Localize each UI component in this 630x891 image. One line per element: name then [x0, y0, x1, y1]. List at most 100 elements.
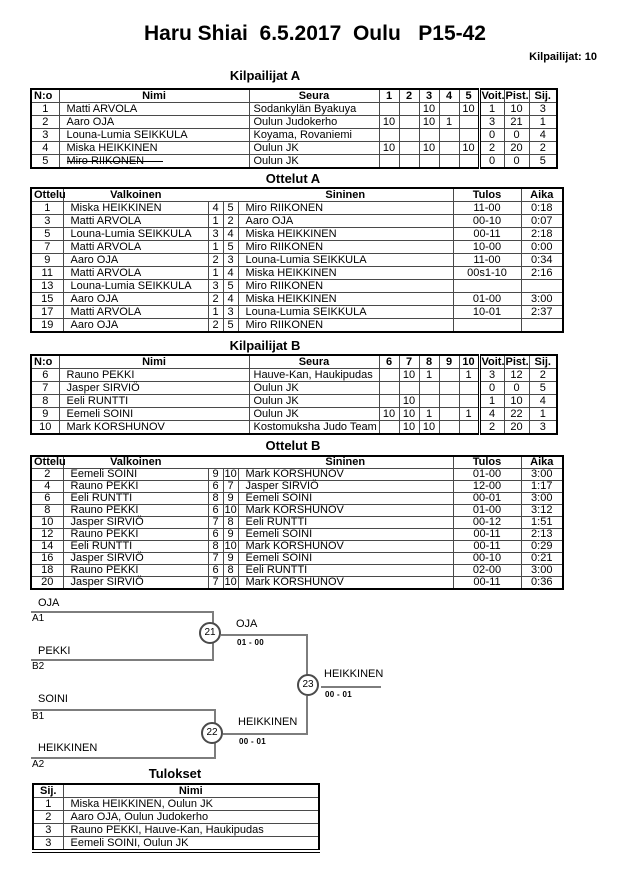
- time-cell: 3:00: [520, 468, 564, 481]
- competitor-row: 2 Aaro OJA Oulun Judokerho 10 10 1 3 21 …: [30, 115, 558, 129]
- white-player-cell: Eeli RUNTTI: [62, 540, 209, 553]
- blue-player-cell: Louna-Lumia SEIKKULA: [237, 253, 454, 267]
- time-cell: 0:18: [520, 201, 564, 215]
- competitor-name: Louna-Lumia SEIKKULA: [66, 129, 188, 141]
- blue-player-cell: Mark KORSHUNOV: [237, 504, 454, 517]
- rank-cell: 4: [528, 128, 558, 142]
- column-header: 6: [378, 354, 400, 369]
- result-cell: 10: [418, 115, 440, 129]
- result-cell: [438, 394, 460, 408]
- bracket-seed-label: A1: [32, 613, 45, 624]
- match-number-cell: 9: [30, 253, 64, 267]
- name-cell: Miska HEIKKINEN: [58, 141, 250, 155]
- wins-cell: 0: [477, 154, 505, 169]
- club-cell: Kostomuksha Judo Team: [248, 420, 380, 435]
- time-cell: 0:21: [520, 552, 564, 565]
- number-cell: 4: [30, 141, 60, 155]
- club-cell: Oulun Judokerho: [248, 115, 380, 129]
- white-player-cell: Rauno PEKKI: [62, 480, 209, 493]
- score-cell: 02-00: [452, 564, 522, 577]
- blue-number-cell: 3: [222, 305, 239, 319]
- white-player-cell: Louna-Lumia SEIKKULA: [62, 279, 209, 293]
- result-cell: 10: [398, 420, 420, 435]
- match-row: 16 Jasper SIRVIÖ 7 9 Eemeli SOINI 00-10 …: [30, 552, 564, 565]
- column-header: Voit.: [477, 354, 505, 369]
- blue-player-cell: Mark KORSHUNOV: [237, 468, 454, 481]
- match-row: 20 Jasper SIRVIÖ 7 10 Mark KORSHUNOV 00-…: [30, 576, 564, 590]
- score-cell: 00-11: [452, 528, 522, 541]
- number-cell: 10: [30, 420, 60, 435]
- result-cell: 1: [438, 115, 460, 129]
- competitor-name: Eeli RUNTTI: [66, 395, 129, 407]
- column-header: Ottelu: [30, 455, 66, 469]
- number-cell: 8: [30, 394, 60, 408]
- result-cell: [398, 102, 420, 116]
- result-cell: 1: [418, 407, 440, 421]
- blue-number-cell: 8: [222, 516, 239, 529]
- match-row: 5 Louna-Lumia SEIKKULA 3 4 Miska HEIKKIN…: [30, 227, 564, 241]
- blue-player-cell: Eemeli SOINI: [237, 528, 454, 541]
- rank-cell: 1: [528, 407, 558, 421]
- match-row: 1 Miska HEIKKINEN 4 5 Miro RIIKONEN 11-0…: [30, 201, 564, 215]
- name-cell: Louna-Lumia SEIKKULA: [58, 128, 250, 142]
- blue-player-cell: Miska HEIKKINEN: [237, 266, 454, 280]
- blue-number-cell: 4: [222, 292, 239, 306]
- score-cell: 00-11: [452, 540, 522, 553]
- points-cell: 0: [503, 154, 530, 169]
- column-header: N:o: [30, 354, 60, 369]
- bracket-match-score: 01 - 00: [237, 638, 265, 647]
- column-header: Aika: [520, 455, 564, 469]
- blue-number-cell: 5: [222, 240, 239, 254]
- bracket-line: [321, 686, 381, 688]
- wins-cell: 3: [477, 115, 505, 129]
- blue-player-cell: Miro RIIKONEN: [237, 201, 454, 215]
- number-cell: 3: [30, 128, 60, 142]
- score-cell: 00-10: [452, 214, 522, 228]
- result-cell: [398, 128, 420, 142]
- bracket-winner-name: HEIKKINEN: [238, 716, 298, 728]
- white-player-cell: Aaro OJA: [62, 253, 209, 267]
- competitor-row: 7 Jasper SIRVIÖ Oulun JK 0 0 5: [30, 381, 558, 395]
- bracket-entry-name: OJA: [38, 597, 60, 609]
- result-cell: [378, 102, 400, 116]
- white-number-cell: 7: [207, 576, 224, 590]
- time-cell: [520, 279, 564, 293]
- result-row: 2 Aaro OJA, Oulun Judokerho: [32, 810, 320, 824]
- score-cell: 01-00: [452, 292, 522, 306]
- score-cell: 10-00: [452, 240, 522, 254]
- column-header: Ottelu: [30, 187, 66, 202]
- wins-cell: 1: [477, 394, 505, 408]
- column-header: Sininen: [238, 187, 454, 202]
- column-header: N:o: [30, 88, 60, 103]
- result-cell: 10: [378, 115, 400, 129]
- points-cell: 0: [503, 128, 530, 142]
- match-row: 3 Matti ARVOLA 1 2 Aaro OJA 00-10 0:07: [30, 214, 564, 228]
- competitor-row: 5 Miro RIIKONEN Oulun JK 0 0 5: [30, 154, 558, 169]
- points-cell: 10: [503, 102, 530, 116]
- bracket-seed-label: A2: [32, 759, 45, 770]
- result-cell: 10: [398, 368, 420, 382]
- bracket-entry-name: SOINI: [38, 693, 68, 705]
- result-cell: [418, 381, 440, 395]
- club-cell: Oulun JK: [248, 381, 380, 395]
- result-cell: 1: [458, 407, 480, 421]
- wins-cell: 3: [477, 368, 505, 382]
- rank-cell: 5: [528, 154, 558, 169]
- competitor-name: Mark KORSHUNOV: [66, 421, 165, 433]
- result-cell: [438, 420, 460, 435]
- white-player-cell: Eemeli SOINI: [62, 468, 209, 481]
- score-cell: 00-10: [452, 552, 522, 565]
- score-cell: 01-00: [452, 468, 522, 481]
- match-number-cell: 15: [30, 292, 64, 306]
- blue-player-cell: Eeli RUNTTI: [237, 564, 454, 577]
- time-cell: 2:16: [520, 266, 564, 280]
- white-number-cell: 3: [207, 279, 224, 293]
- match-row: 14 Eeli RUNTTI 8 10 Mark KORSHUNOV 00-11…: [30, 540, 564, 553]
- bracket-entry-name: PEKKI: [38, 645, 71, 657]
- match-number-cell: 5: [30, 227, 64, 241]
- match-row: 18 Rauno PEKKI 6 8 Eeli RUNTTI 02-00 3:0…: [30, 564, 564, 577]
- result-cell: 10: [418, 141, 440, 155]
- match-number-cell: 19: [30, 318, 64, 333]
- wins-cell: 4: [477, 407, 505, 421]
- result-cell: [438, 368, 460, 382]
